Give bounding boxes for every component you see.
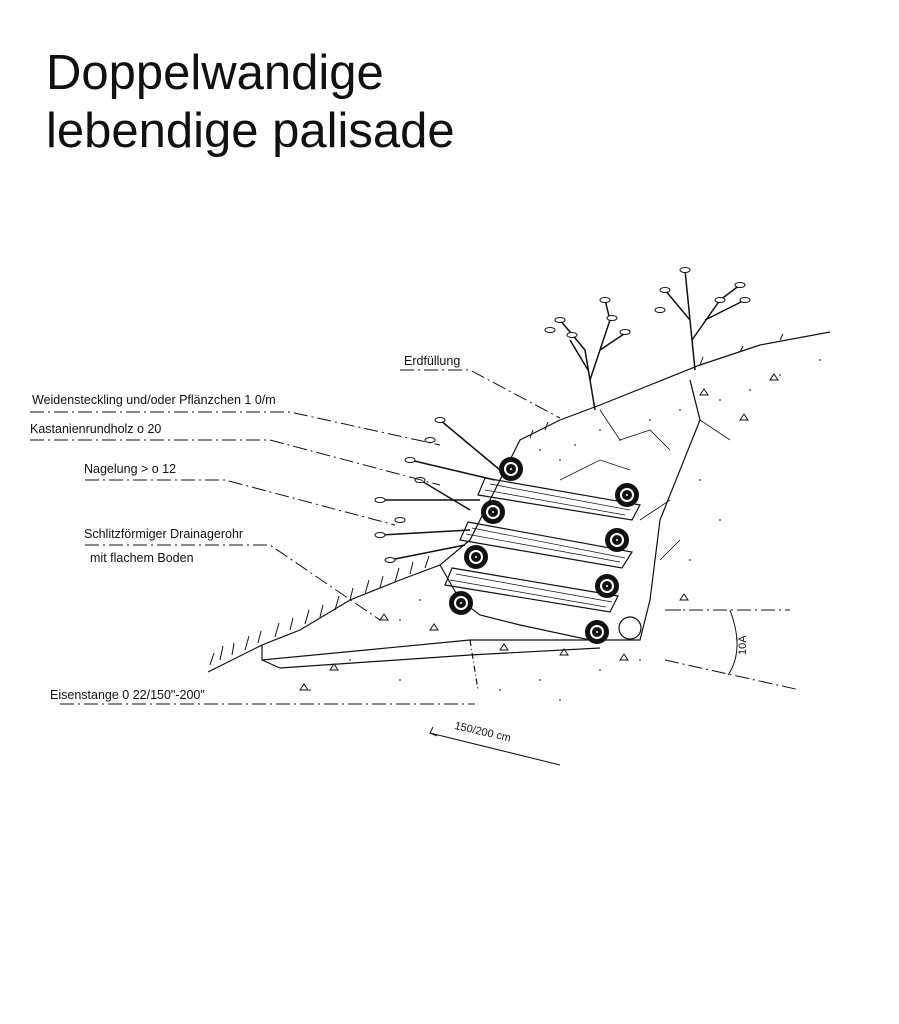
label-angle-dimension: 10Â: [737, 635, 749, 655]
label-weidensteckling: Weidensteckling und/oder Pflänzchen 1 0/…: [32, 393, 276, 407]
label-erdfuellung: Erdfüllung: [404, 354, 461, 368]
label-nagelung: Nagelung > o 12: [84, 462, 177, 476]
log-end: [595, 574, 619, 598]
log-end: [585, 620, 609, 644]
slope-surface: [207, 331, 831, 701]
log-end: [449, 591, 473, 615]
label-drainage-line-2: mit flachem Boden: [90, 551, 194, 565]
leader-lines: [30, 369, 801, 705]
log-end: [481, 500, 505, 524]
label-kastanienrundholz: Kastanienrundholz o 20: [30, 422, 162, 436]
soil-stipple: [309, 359, 821, 701]
plants: [374, 267, 751, 563]
page-title: Doppelwandige lebendige palisade: [46, 44, 455, 160]
title-line-1: Doppelwandige: [46, 46, 384, 100]
log-end: [605, 528, 629, 552]
log-end: [615, 483, 639, 507]
label-eisenstange: Eisenstange 0 22/150"-200": [50, 688, 205, 702]
title-line-2: lebendige palisade: [46, 104, 455, 158]
log-end: [464, 545, 488, 569]
label-drainage-line-1: Schlitzförmiger Drainagerohr: [84, 527, 244, 541]
log-end: [499, 457, 523, 481]
drainage-pipe: [618, 616, 642, 640]
dimension-marks: [429, 609, 738, 766]
chestnut-log-ends: [449, 457, 639, 644]
palisade-timber: [444, 477, 641, 613]
